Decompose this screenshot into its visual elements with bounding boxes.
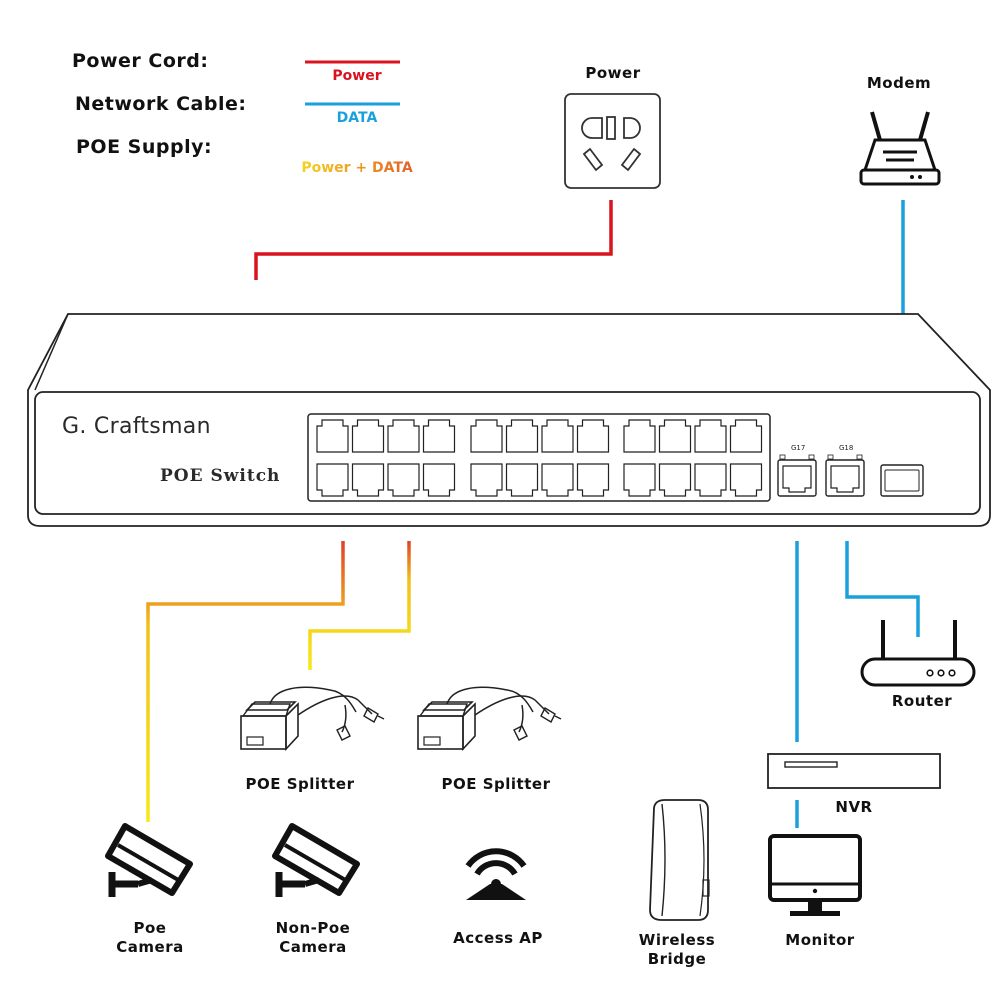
switch-brand: G. Craftsman (62, 414, 211, 439)
poe-line-poe-camera (146, 541, 345, 822)
rj45-port[interactable] (351, 419, 385, 453)
wireless-bridge-label: Wireless Bridge (622, 931, 732, 969)
rj45-port-array (316, 419, 763, 497)
poe-camera-label-line1: Poe (133, 919, 167, 937)
poe-line-splitter-1 (308, 541, 411, 670)
rj45-port[interactable] (505, 419, 539, 453)
cctv-camera-icon (105, 823, 193, 897)
rj45-port[interactable] (658, 463, 692, 497)
rj45-port[interactable] (387, 419, 420, 453)
non-poe-camera-label-line2: Camera (279, 938, 347, 956)
rj45-port[interactable] (694, 419, 727, 453)
legend-network-cable-label: Network Cable: (75, 93, 247, 115)
power-outlet-icon (564, 93, 661, 189)
data-line-router (845, 541, 920, 637)
legend-power-cord-label: Power Cord: (72, 50, 209, 72)
access-ap-label: Access AP (453, 929, 543, 947)
poe-splitter-icon (417, 686, 562, 752)
sfp-port[interactable] (880, 464, 924, 497)
poe-camera-label-line2: Camera (116, 938, 184, 956)
rj45-port[interactable] (694, 463, 727, 497)
rj45-port[interactable] (623, 419, 656, 453)
wifi-access-point-icon (465, 848, 527, 900)
non-poe-camera-label: Non-Poe Camera (258, 919, 368, 957)
wireless-bridge-label-line1: Wireless (638, 931, 716, 949)
rj45-port[interactable] (729, 419, 763, 453)
rj45-port[interactable] (422, 463, 456, 497)
legend-poe-supply-label: POE Supply: (76, 136, 213, 158)
rj45-port[interactable] (351, 463, 385, 497)
uplink-port-g17[interactable] (777, 454, 817, 497)
legend-data-sub: DATA (336, 110, 378, 126)
rj45-port[interactable] (541, 419, 574, 453)
rj45-port[interactable] (387, 463, 420, 497)
rj45-port[interactable] (470, 463, 503, 497)
monitor-label: Monitor (785, 931, 855, 949)
nvr-icon (767, 753, 941, 789)
rj45-port[interactable] (470, 419, 503, 453)
non-poe-camera-label-line1: Non-Poe (275, 919, 351, 937)
rj45-port[interactable] (576, 419, 610, 453)
switch-model: POE Switch (160, 466, 281, 486)
cctv-camera-icon (272, 823, 360, 897)
poe-splitter-label-2: POE Splitter (441, 775, 551, 793)
rj45-port[interactable] (729, 463, 763, 497)
rj45-port[interactable] (541, 463, 574, 497)
poe-splitter-label-1: POE Splitter (245, 775, 355, 793)
legend-poe-sub: Power + DATA (287, 160, 427, 176)
nvr-label: NVR (835, 798, 873, 816)
monitor-icon (768, 834, 862, 916)
rj45-port[interactable] (422, 419, 456, 453)
rj45-port[interactable] (623, 463, 656, 497)
poe-switch (27, 313, 991, 527)
poe-camera-label: Poe Camera (100, 919, 200, 957)
rj45-port[interactable] (658, 419, 692, 453)
port-label-g17: G17 (791, 444, 806, 452)
modem-icon (859, 111, 941, 186)
modem-label: Modem (866, 74, 932, 92)
rj45-port[interactable] (316, 463, 349, 497)
wireless-bridge-icon (649, 799, 710, 921)
power-cord-line (254, 200, 613, 280)
rj45-port[interactable] (576, 463, 610, 497)
router-label: Router (891, 692, 953, 710)
power-label: Power (585, 64, 641, 82)
rj45-port[interactable] (316, 419, 349, 453)
poe-splitter-icon (240, 686, 385, 752)
uplink-port-g18[interactable] (825, 454, 865, 497)
rj45-port[interactable] (505, 463, 539, 497)
wireless-bridge-label-line2: Bridge (647, 950, 707, 968)
port-label-g18: G18 (839, 444, 854, 452)
legend-power-sub: Power (332, 68, 382, 84)
router-icon (860, 620, 976, 687)
